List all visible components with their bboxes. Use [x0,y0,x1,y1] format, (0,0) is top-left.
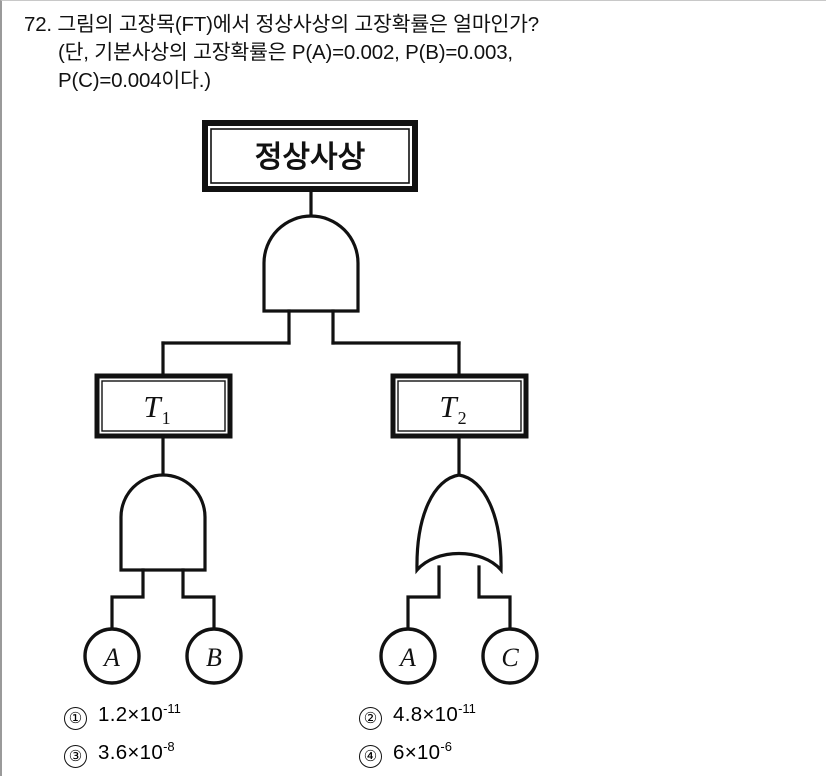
answer-choice-1[interactable]: ① 1.2×10-11 [64,701,181,730]
intermediate-event-box-t2-inner [397,380,522,432]
answer-choice-1-exponent: -11 [163,701,181,716]
answer-choice-1-text: 1.2×10-11 [98,701,181,727]
basic-event-circle-a1 [83,627,141,685]
answer-choice-3[interactable]: ③ 3.6×10-8 [64,739,175,768]
answer-choice-1-base: 1.2×10 [98,702,164,726]
answer-choice-2-exponent: -11 [458,701,476,716]
basic-event-circle-a2 [379,627,437,685]
answer-choice-2-text: 4.8×10-11 [393,701,476,727]
answer-choice-2-marker: ② [359,706,382,730]
answer-choice-2[interactable]: ② 4.8×10-11 [359,701,476,730]
t2-letter: T [439,389,459,424]
connector-right-gate-to-a [406,565,441,631]
basic-event-label-b1: B [206,643,222,672]
answer-choice-1-marker: ① [64,706,87,730]
and-gate-left-symbol [119,473,207,572]
fault-tree-diagram: 정상사상 T1 T2 A B A C [83,120,539,685]
answer-choice-3-exponent: -8 [163,739,175,754]
connector-left-gate-to-a [110,568,145,631]
answer-choice-4-base: 6×10 [393,740,441,764]
intermediate-event-label-t1: T1 [143,389,170,428]
basic-event-circle-c1 [481,627,539,685]
top-event-box-inner [210,128,410,184]
answer-choice-4-marker: ④ [359,744,382,768]
answer-choice-3-text: 3.6×10-8 [98,739,175,765]
basic-event-label-a1: A [102,643,120,672]
top-event-label: 정상사상 [255,141,366,174]
answer-choice-4[interactable]: ④ 6×10-6 [359,739,452,768]
question-line-1: 72. 그림의 고장목(FT)에서 정상사상의 고장확률은 얼마인가? [24,13,539,36]
intermediate-event-label-t2: T2 [439,389,466,428]
answer-choice-2-base: 4.8×10 [393,702,459,726]
question-line-3: P(C)=0.004이다.) [58,69,211,92]
answer-choice-3-base: 3.6×10 [98,740,164,764]
answer-choice-4-exponent: -6 [440,739,452,754]
t1-subscript: 1 [162,408,171,428]
intermediate-event-box-t1-inner [101,380,226,432]
answer-choice-4-text: 6×10-6 [393,739,452,765]
question-line-2: (단, 기본사상의 고장확률은 P(A)=0.002, P(B)=0.003, [58,41,513,64]
question-block: 72. 그림의 고장목(FT)에서 정상사상의 고장확률은 얼마인가? (단, … [24,11,814,95]
answer-choice-row-1: ① 1.2×10-11 ② 4.8×10-11 [64,701,764,739]
connector-left-gate-to-b [181,568,216,631]
t2-subscript: 2 [458,408,467,428]
connector-right-gate-to-c [477,565,512,631]
basic-event-circle-b1 [185,627,243,685]
or-gate-right-symbol [415,473,503,575]
answer-choices: ① 1.2×10-11 ② 4.8×10-11 ③ 3.6×10-8 ④ 6×1… [64,701,764,777]
t1-letter: T [143,389,163,424]
basic-event-label-a2: A [398,643,416,672]
answer-choice-row-2: ③ 3.6×10-8 ④ 6×10-6 [64,739,764,777]
and-gate-top-symbol [262,214,360,313]
basic-event-label-c1: C [501,643,519,672]
answer-choice-3-marker: ③ [64,744,87,768]
